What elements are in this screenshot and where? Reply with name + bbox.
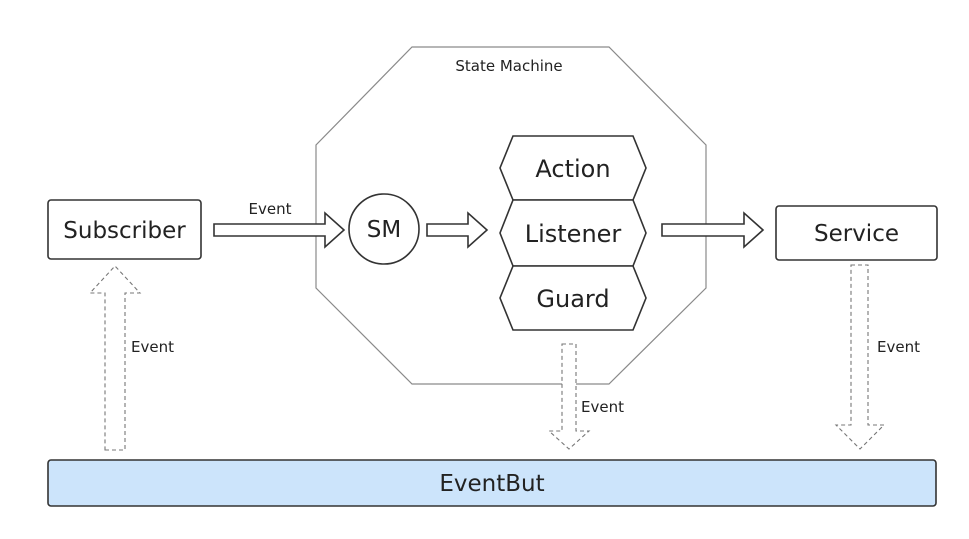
event-bus-label: EventBut xyxy=(439,471,544,497)
arrow-subscriber-to-sm: Event xyxy=(213,200,346,249)
arrow-service-to-bus-shape xyxy=(834,264,886,450)
arrow-subscriber-to-sm-shape xyxy=(213,211,346,249)
arrow-bus-to-subscriber: Event xyxy=(88,265,174,451)
listener-label: Listener xyxy=(525,220,622,248)
event-bus-bar xyxy=(47,459,937,507)
arrow-service-to-bus: Event xyxy=(834,264,920,450)
service-label: Service xyxy=(814,221,899,247)
arrow-listener-to-service xyxy=(661,211,765,249)
arrow-guard-to-bus-label: Event xyxy=(581,398,624,416)
arrow-service-to-bus-label: Event xyxy=(877,338,920,356)
arrow-sm-to-listener xyxy=(426,211,489,249)
arrow-guard-to-bus: Event xyxy=(547,343,624,450)
listener-node: Listener xyxy=(499,199,647,267)
service-node: Service xyxy=(775,205,938,261)
arrow-sm-to-listener-shape xyxy=(426,211,489,249)
subscriber-box xyxy=(47,199,202,260)
subscriber-node: Subscriber xyxy=(47,199,202,260)
action-label: Action xyxy=(535,155,610,183)
state-machine-label: State Machine xyxy=(455,57,562,75)
sm-node: SM xyxy=(348,193,420,265)
arrow-guard-to-bus-shape xyxy=(547,343,591,450)
subscriber-label: Subscriber xyxy=(63,218,186,244)
event-bus: EventBut xyxy=(47,459,937,507)
arrow-bus-to-subscriber-label: Event xyxy=(131,338,174,356)
sm-label: SM xyxy=(367,217,401,243)
arrow-listener-to-service-shape xyxy=(661,211,765,249)
sm-circle xyxy=(348,193,420,265)
arrow-subscriber-to-sm-label: Event xyxy=(249,200,292,218)
arrow-bus-to-subscriber-shape xyxy=(88,265,142,451)
action-node: Action xyxy=(499,135,647,201)
service-box xyxy=(775,205,938,261)
guard-hexagon xyxy=(499,265,647,331)
guard-label: Guard xyxy=(536,285,609,313)
guard-node: Guard xyxy=(499,265,647,331)
